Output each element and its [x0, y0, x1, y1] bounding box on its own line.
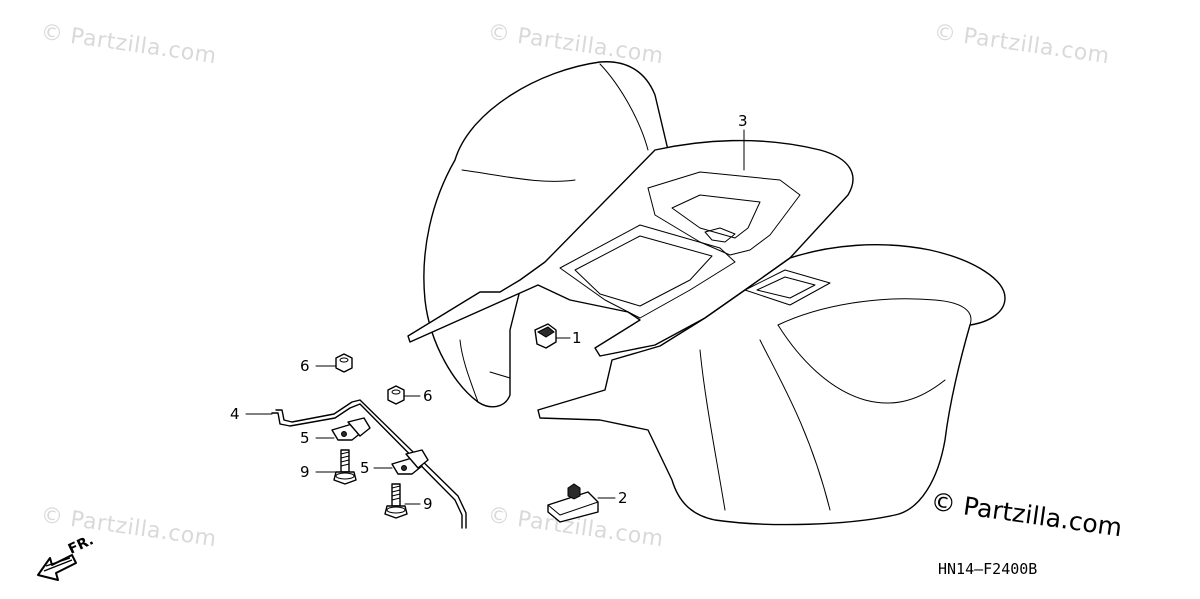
nut-part-6[interactable]	[387, 385, 405, 405]
callout-9: 9	[423, 495, 433, 513]
grommet-part-1[interactable]	[534, 323, 557, 349]
rubber-mount-part-2[interactable]	[547, 483, 599, 523]
clamp-part-5[interactable]	[391, 449, 429, 475]
callout-9: 9	[300, 463, 310, 481]
callout-6: 6	[300, 357, 310, 375]
callout-4: 4	[230, 405, 240, 423]
callout-3: 3	[738, 112, 748, 130]
bolt-part-9[interactable]	[333, 449, 357, 485]
stay-rod-part-4[interactable]	[271, 399, 467, 529]
callout-2: 2	[618, 489, 628, 507]
callout-5: 5	[360, 459, 370, 477]
callout-5: 5	[300, 429, 310, 447]
diagram-code: HN14—F2400B	[938, 560, 1038, 578]
front-arrow-icon	[37, 554, 77, 581]
rear-fender[interactable]	[407, 61, 1006, 526]
callout-1: 1	[572, 329, 582, 347]
bolt-part-9[interactable]	[384, 483, 408, 519]
nut-part-6[interactable]	[335, 353, 353, 373]
clamp-part-5[interactable]	[331, 417, 371, 441]
callout-6: 6	[423, 387, 433, 405]
leader-lines	[245, 129, 745, 505]
